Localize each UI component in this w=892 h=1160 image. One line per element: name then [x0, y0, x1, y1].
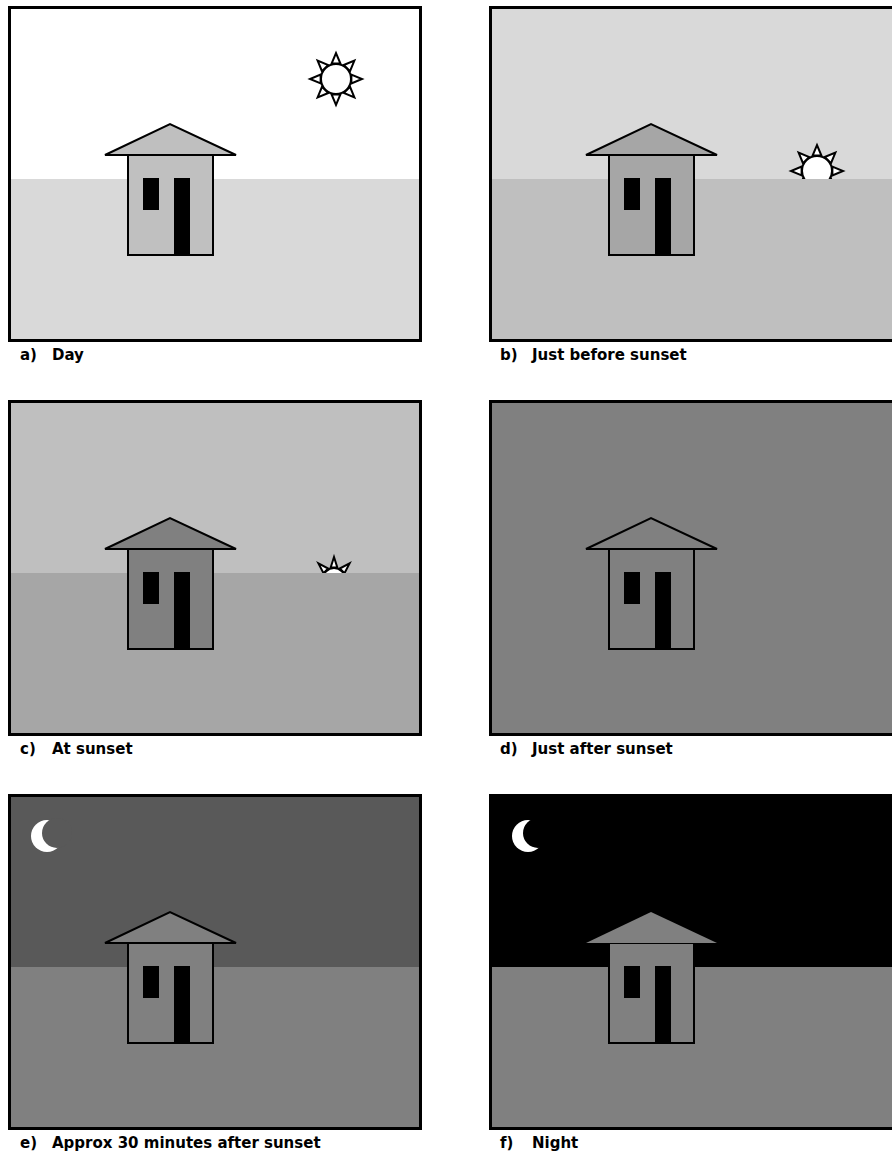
panel-letter: a) — [20, 346, 37, 364]
house-symbol — [586, 518, 717, 649]
panel-caption: Day — [52, 346, 84, 364]
panel-caption: At sunset — [52, 740, 133, 758]
house-symbol — [586, 912, 717, 1043]
panel-caption: Just before sunset — [532, 346, 687, 364]
panel-letter: b) — [500, 346, 518, 364]
moon-symbol — [512, 818, 553, 852]
panel-caption: Night — [532, 1134, 578, 1152]
sun-symbol — [310, 53, 362, 105]
panel-caption: Just after sunset — [532, 740, 673, 758]
panel-letter: f) — [500, 1134, 513, 1152]
sun-symbol — [791, 145, 843, 179]
house-symbol — [105, 518, 236, 649]
panel-letter: c) — [20, 740, 36, 758]
house-symbol — [105, 912, 236, 1043]
scene-panel — [10, 402, 421, 735]
panel-letter: d) — [500, 740, 518, 758]
moon-symbol — [31, 818, 72, 852]
scene-panel — [491, 8, 892, 341]
scene-panel — [10, 8, 421, 341]
scene-panel — [491, 796, 892, 1129]
scene-panel — [491, 402, 892, 735]
sun-symbol — [312, 557, 356, 573]
house-symbol — [586, 124, 717, 255]
scene-panel — [10, 796, 421, 1129]
panel-letter: e) — [20, 1134, 37, 1152]
panel-caption: Approx 30 minutes after sunset — [52, 1134, 321, 1152]
house-symbol — [105, 124, 236, 255]
